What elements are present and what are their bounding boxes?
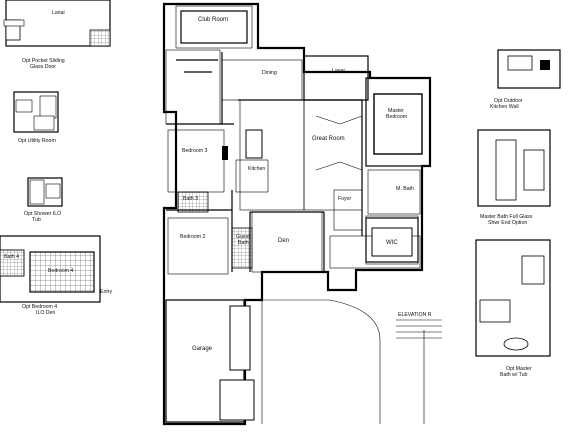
kitchen-label: Kitchen (248, 166, 265, 172)
dining-label: Dining (262, 70, 277, 76)
opt-lanai-label: Lanai (52, 10, 65, 16)
club-room-label: Club Room (198, 17, 228, 23)
lanai-label: Lanai (332, 68, 345, 74)
opt-utility-label: Opt Utility Room (18, 138, 56, 144)
bath3-label: Bath 3 (183, 196, 198, 202)
foyer-label: Foyer (338, 196, 352, 202)
bedroom2-label: Bedroom 2 (180, 234, 205, 240)
den-label: Den (278, 238, 289, 244)
garage: Garage (165, 299, 255, 423)
master-bath-label: M. Bath (396, 186, 414, 192)
garage-label: Garage (192, 346, 213, 352)
elevation-note: ELEVATION R (396, 312, 442, 339)
opt-bedroom4-label: Bedroom 4 (48, 268, 73, 274)
entry-label: Entry (100, 289, 113, 295)
elevation-title: ELEVATION R (398, 312, 432, 318)
bedroom3-label: Bedroom 3 (182, 148, 207, 154)
great-room-label: Great Room (312, 136, 345, 142)
opt-utility-detail: Opt Utility Room (13, 91, 59, 144)
opt-bath4-label: Bath 4 (4, 254, 19, 260)
club-room: Club Room (175, 5, 253, 49)
wic-label: WIC (386, 240, 398, 246)
